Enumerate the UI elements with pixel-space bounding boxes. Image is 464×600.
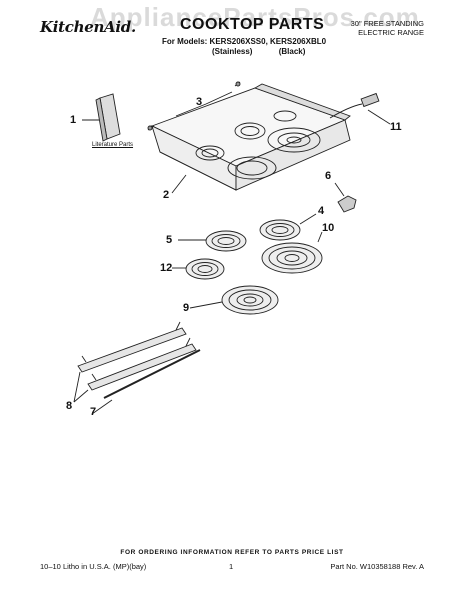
part-number: Part No. W10358188 Rev. A [330, 562, 424, 571]
callout-5: 5 [166, 234, 173, 246]
mounting-screws [147, 81, 241, 131]
terminal-block-cord [329, 92, 391, 125]
cooktop-main-top [150, 83, 351, 191]
callout-10: 10 [322, 222, 335, 234]
ordering-note: FOR ORDERING INFORMATION REFER TO PARTS … [120, 549, 344, 556]
model-variants: (Stainless) (Black) [212, 47, 327, 56]
element-receptacle [334, 182, 357, 213]
models-line: For Models: KERS206XSS0, KERS206XBL0 [162, 37, 327, 46]
callout-12: 12 [160, 262, 173, 274]
range-type: 30" FREE STANDING ELECTRIC RANGE [351, 19, 424, 37]
brand-logo: KitchenAid. [40, 18, 136, 36]
variant-black: (Black) [278, 47, 306, 56]
callout-4: 4 [318, 205, 325, 217]
callout-7: 7 [90, 406, 97, 418]
callout-6: 6 [325, 170, 332, 182]
range-type-line-2: ELECTRIC RANGE [358, 28, 424, 37]
literature-booklet [82, 93, 121, 142]
page-title: COOKTOP PARTS [180, 16, 325, 33]
surface-element-4 [259, 213, 317, 241]
callout-2: 2 [163, 189, 170, 201]
watermark: AppliancePartsPros.com [90, 2, 420, 32]
callout-11: 11 [390, 121, 402, 133]
callout-3: 3 [196, 96, 203, 108]
support-rod [91, 349, 201, 415]
page-number: 1 [229, 562, 234, 571]
element-support-brackets [73, 321, 197, 403]
surface-element-10 [261, 231, 323, 274]
surface-element-5 [178, 230, 247, 252]
variant-stainless: (Stainless) [212, 47, 253, 56]
surface-element-9 [189, 285, 279, 315]
litho-info: 10–10 Litho in U.S.A. (MP)(bay) [40, 562, 147, 571]
literature-parts-label: Literature Parts [92, 142, 134, 148]
callout-8: 8 [66, 400, 73, 412]
callout-1: 1 [70, 114, 77, 126]
callout-9: 9 [183, 302, 190, 314]
range-type-line-1: 30" FREE STANDING [350, 19, 424, 28]
surface-element-12 [172, 258, 225, 280]
